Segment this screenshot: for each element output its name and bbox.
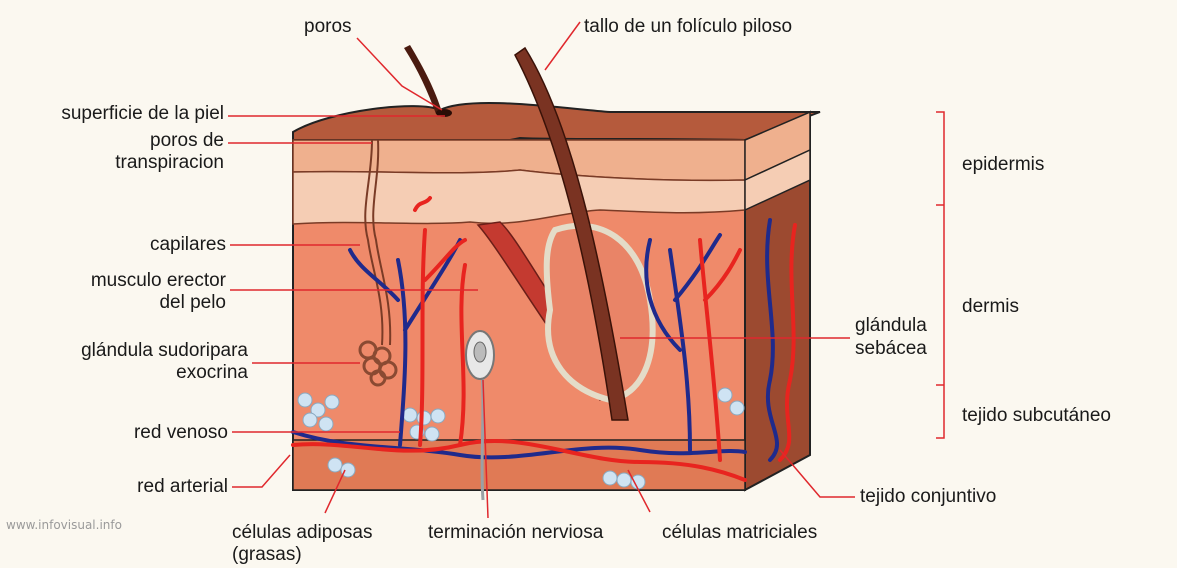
label-epidermis: epidermis [962,154,1044,176]
label-red-venoso: red venoso [22,422,228,444]
label-tallo-foliculo: tallo de un folículo piloso [584,16,792,38]
label-superficie-piel: superficie de la piel [22,103,224,125]
label-glandula-sudoripara-2: exocrina [10,362,248,384]
label-glandula-sebacea-1: glándula [855,315,927,337]
watermark: www.infovisual.info [6,518,122,532]
label-celulas-adiposas-1: células adiposas [232,522,372,544]
label-red-arterial: red arterial [22,476,228,498]
label-dermis: dermis [962,296,1019,318]
label-tejido-subcutaneo: tejido subcutáneo [962,405,1111,427]
label-tejido-conjuntivo: tejido conjuntivo [860,486,996,508]
label-poros-transpiracion-1: poros de [22,130,224,152]
label-musculo-1: musculo erector [22,270,226,292]
pore-hair [404,45,442,114]
label-poros: poros [304,16,352,38]
label-glandula-sudoripara-1: glándula sudoripara [10,340,248,362]
label-celulas-matriciales: células matriciales [662,522,817,544]
label-glandula-sebacea-2: sebácea [855,338,927,360]
label-terminacion-nerviosa: terminación nerviosa [428,522,603,544]
layer-brackets [936,112,944,438]
label-capilares: capilares [22,234,226,256]
label-musculo-2: del pelo [22,292,226,314]
label-poros-transpiracion-2: transpiracion [22,152,224,174]
label-celulas-adiposas-2: (grasas) [232,544,302,566]
